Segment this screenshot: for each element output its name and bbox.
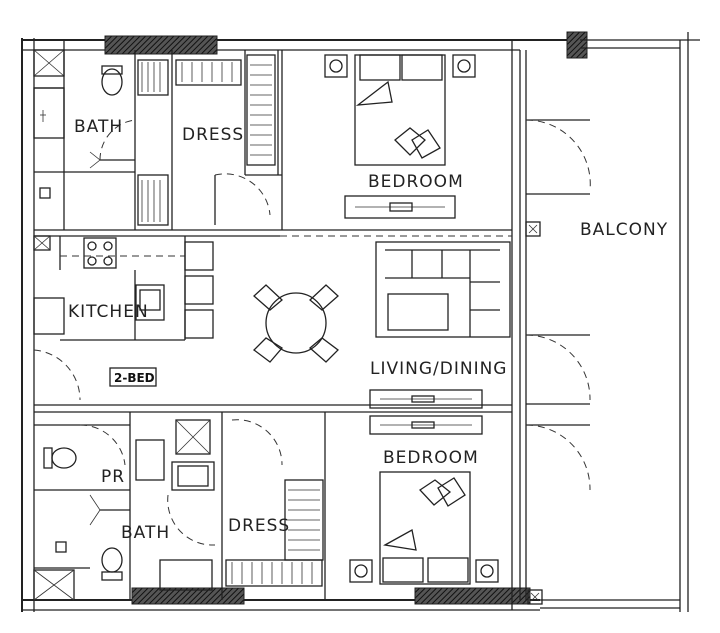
room-label-pr: PR xyxy=(101,467,125,487)
balcony-edge xyxy=(511,32,700,612)
room-label-dress-bottom: DRESS xyxy=(228,516,290,536)
top-bath xyxy=(33,65,136,199)
dining-table xyxy=(253,284,339,363)
room-label-kitchen: KITCHEN xyxy=(68,302,149,322)
top-bedroom xyxy=(281,50,476,230)
room-label-dress-top: DRESS xyxy=(182,125,244,145)
living-sofa xyxy=(375,241,511,338)
bottom-bedroom xyxy=(349,471,499,585)
interior-partitions xyxy=(34,229,512,600)
unit-tag-text: 2-BED xyxy=(114,371,155,385)
pr-bath-fixtures xyxy=(33,349,213,601)
tv-consoles xyxy=(369,389,483,435)
wall-hatch-blocks xyxy=(104,31,588,605)
bottom-dress-closets xyxy=(225,479,324,587)
room-label-living-dining: LIVING/DINING xyxy=(370,359,507,379)
room-label-bedroom-top: BEDROOM xyxy=(368,172,464,192)
top-dress-closets xyxy=(134,50,282,230)
unit-tag: 2-BED xyxy=(109,367,157,387)
room-label-bedroom-bottom: BEDROOM xyxy=(383,448,479,468)
room-label-bath-bottom: BATH xyxy=(121,523,170,543)
kitchen-fixtures xyxy=(33,235,214,341)
service-shafts xyxy=(167,419,283,546)
room-label-bath-top: BATH xyxy=(74,117,123,137)
room-label-balcony: BALCONY xyxy=(580,220,668,240)
balcony-doors xyxy=(525,119,591,491)
top-dress-hangers xyxy=(141,62,272,222)
top-left-shaft xyxy=(33,40,65,230)
